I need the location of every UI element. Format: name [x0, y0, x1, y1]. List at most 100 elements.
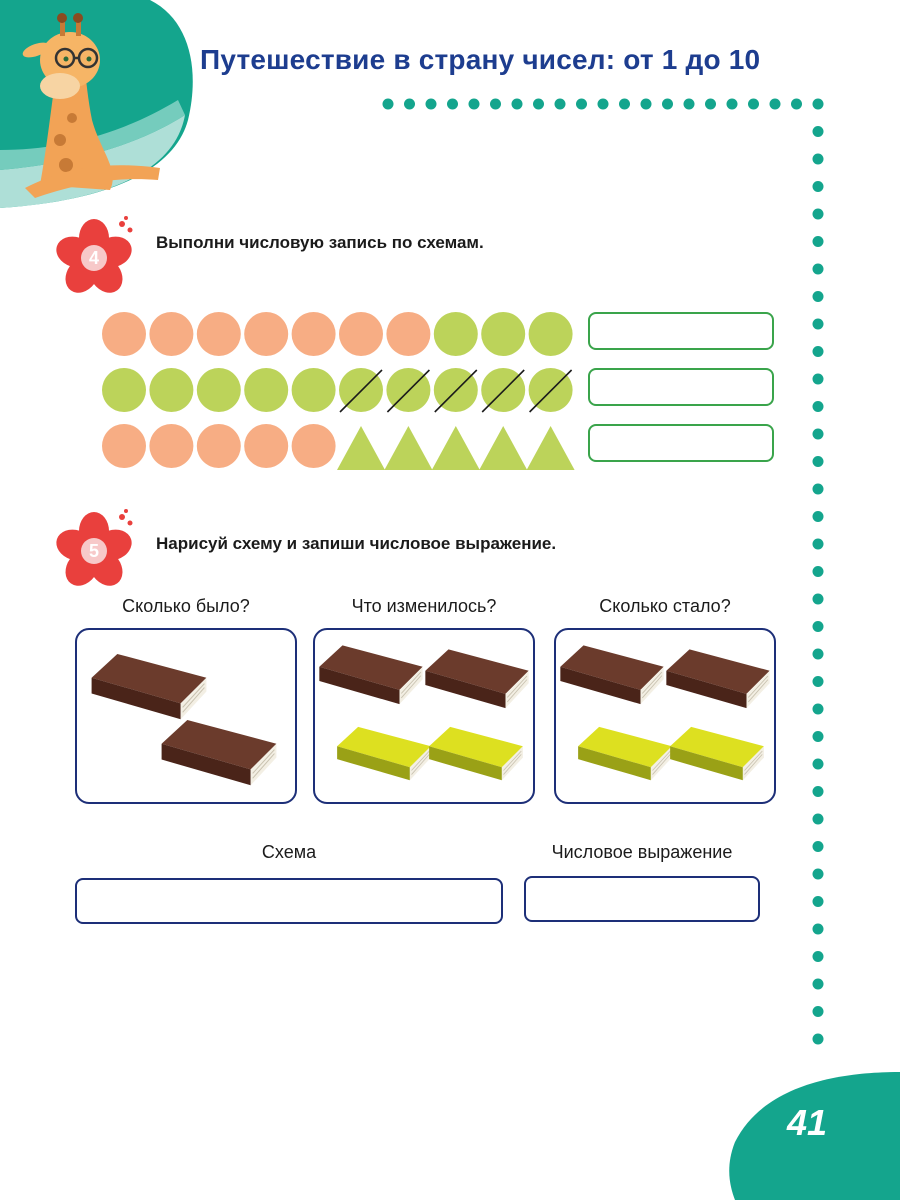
scheme-row — [102, 368, 573, 413]
yellow-book-icon — [337, 726, 431, 781]
brown-book-icon — [425, 649, 529, 709]
border-dot — [812, 483, 824, 495]
border-dot — [490, 98, 501, 110]
border-dot — [812, 428, 824, 440]
border-dot — [812, 98, 824, 110]
border-dot — [812, 263, 824, 275]
orange-circle — [149, 312, 194, 356]
hibiscus-flower-icon: 4 — [56, 216, 133, 293]
task-5-instruction: Нарисуй схему и запиши числовое выражени… — [156, 534, 557, 553]
border-dot — [791, 98, 802, 110]
border-dot — [748, 98, 759, 110]
hibiscus-flower-icon: 5 — [56, 509, 133, 586]
green-triangle — [384, 426, 433, 470]
orange-circle — [102, 312, 146, 356]
task-4-number: 4 — [89, 248, 99, 268]
brown-book-icon — [666, 649, 770, 709]
scheme-answer-box[interactable] — [75, 878, 503, 924]
green-triangle — [337, 426, 385, 470]
border-dot — [447, 98, 458, 110]
border-dot — [619, 98, 630, 110]
border-dot — [812, 346, 824, 357]
border-dot — [382, 98, 394, 110]
brown-book-icon — [560, 645, 664, 705]
task-4-instruction: Выполни числовую запись по схемам. — [156, 233, 484, 252]
answer-box[interactable] — [588, 424, 774, 462]
column-label: Сколько стало? — [599, 596, 731, 616]
border-dot — [812, 181, 824, 192]
brown-book-icon — [91, 653, 207, 720]
expression-label: Числовое выражение — [551, 842, 733, 862]
border-dot — [812, 951, 824, 962]
green-triangle — [526, 426, 575, 470]
border-dot — [812, 841, 824, 852]
border-dot — [683, 98, 695, 110]
border-dot — [812, 153, 824, 165]
scheme-row — [102, 312, 573, 356]
green-circle — [102, 368, 146, 412]
expression-answer-box[interactable] — [524, 876, 760, 922]
border-dot — [812, 566, 824, 577]
border-dot — [769, 98, 781, 110]
green-circle — [244, 368, 289, 412]
border-dot — [812, 373, 824, 385]
answer-box[interactable] — [588, 368, 774, 406]
scheme-row — [102, 424, 575, 470]
yellow-book-icon — [578, 726, 672, 781]
orange-circle — [291, 312, 336, 356]
answer-box[interactable] — [588, 312, 774, 350]
green-circle — [433, 312, 478, 356]
scheme-label: Схема — [261, 842, 317, 862]
brown-book-icon — [161, 719, 277, 786]
header-corner — [0, 0, 193, 208]
border-dot — [812, 978, 824, 990]
picture-frame — [554, 628, 776, 804]
border-dot — [812, 318, 824, 330]
border-dot — [812, 208, 824, 220]
border-dot — [812, 1033, 824, 1045]
cross-out-line — [434, 369, 478, 413]
green-triangle — [431, 426, 480, 470]
border-dot — [812, 896, 824, 907]
border-dot — [576, 98, 587, 110]
border-dot — [511, 98, 523, 110]
orange-circle — [149, 424, 194, 468]
border-dot — [812, 868, 824, 880]
green-circle — [291, 368, 336, 412]
orange-circle — [244, 424, 289, 468]
border-dot — [726, 98, 738, 110]
brown-book-icon — [319, 645, 423, 705]
green-triangle — [479, 426, 528, 470]
border-dot — [597, 98, 609, 110]
giraffe-icon — [22, 13, 160, 198]
yellow-book-icon — [670, 726, 764, 781]
border-dot — [812, 401, 824, 412]
green-circle — [196, 368, 241, 412]
cross-out-line — [386, 369, 430, 413]
task-4-schemes — [102, 310, 782, 470]
orange-circle — [196, 424, 241, 468]
border-dot — [554, 98, 566, 110]
task-5-number: 5 — [89, 541, 99, 561]
orange-circle — [244, 312, 289, 356]
border-dot — [812, 538, 824, 550]
yellow-book-icon — [429, 726, 523, 781]
orange-circle — [196, 312, 241, 356]
border-dot — [812, 1006, 824, 1017]
orange-circle — [339, 312, 383, 356]
orange-circle — [291, 424, 336, 468]
border-dot — [812, 291, 824, 302]
border-dot — [468, 98, 480, 110]
orange-circle — [386, 312, 431, 356]
cross-out-line — [339, 369, 383, 413]
border-dot — [812, 236, 824, 247]
border-dot — [533, 98, 544, 110]
border-dot — [812, 126, 824, 137]
orange-circle — [102, 424, 146, 468]
border-dot — [705, 98, 716, 110]
picture-frame — [313, 628, 535, 804]
green-circle — [149, 368, 194, 412]
border-dot — [640, 98, 652, 110]
column-label: Что изменилось? — [351, 596, 497, 616]
picture-frame — [75, 628, 297, 804]
